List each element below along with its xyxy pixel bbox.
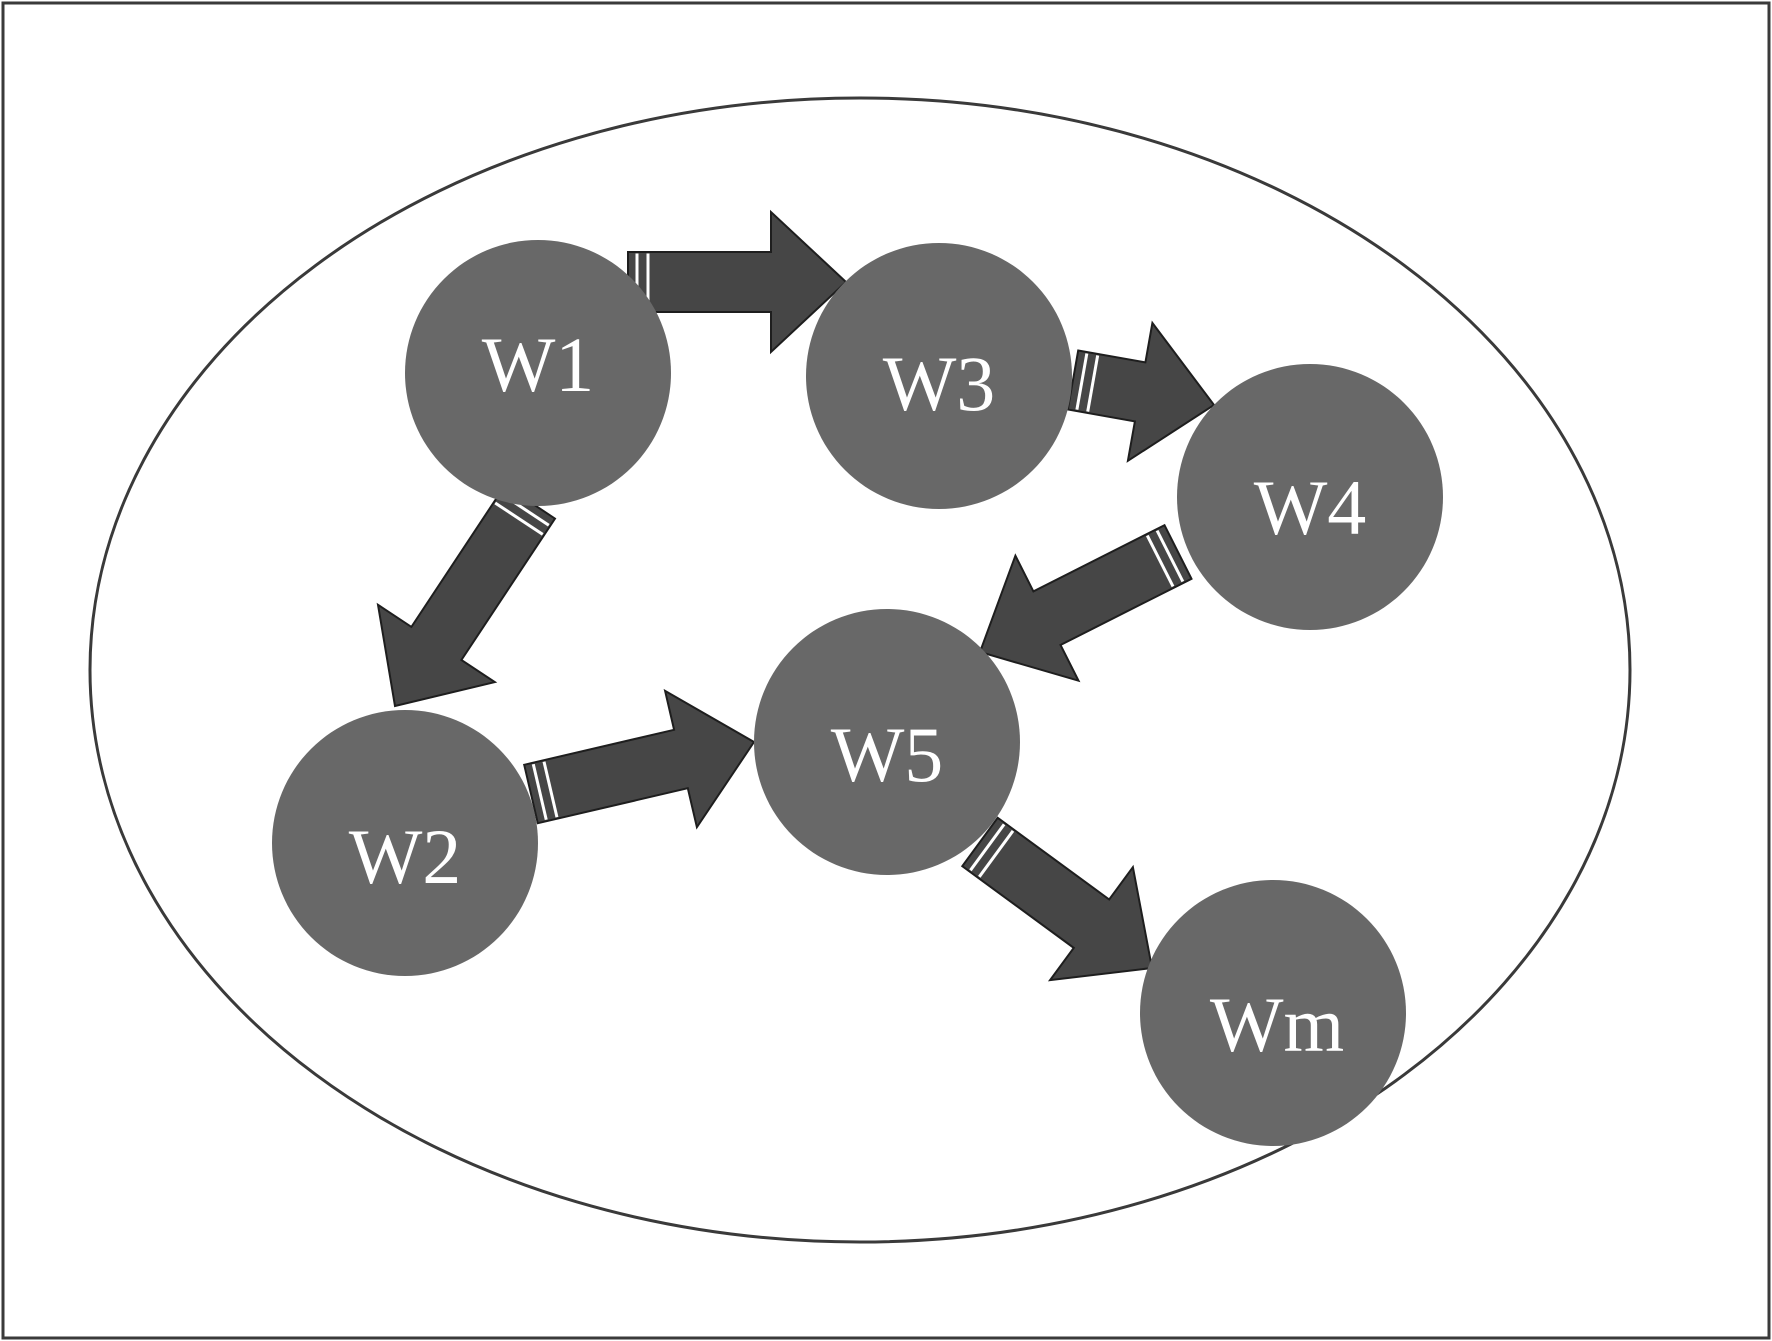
arrow-w2-to-w5 [522,688,756,830]
arrow-tail-stripe-1 [1075,353,1089,410]
arrow-tail-stripe-2 [542,761,559,818]
nodes-layer: W1 W2 W3 W4 W5 Wm [272,240,1443,1146]
node-wm-circle [1140,880,1406,1146]
node-w3-circle [806,243,1072,509]
arrow-tail-stripe-2 [978,829,1015,878]
node-w5-circle [754,609,1020,875]
arrow-tail-stripe-2 [1086,355,1100,412]
node-w4-circle [1177,364,1443,630]
node-wm: Wm [1140,880,1406,1146]
arrow-tail-stripe-1 [531,763,548,821]
node-w5: W5 [754,609,1020,875]
node-w2-circle [272,710,538,976]
node-w2-label: W2 [349,813,462,900]
arrow-body [522,688,756,830]
node-w4: W4 [1177,364,1443,630]
node-w3: W3 [806,243,1072,509]
node-w5-label: W5 [831,711,944,798]
node-wm-label: Wm [1210,981,1344,1068]
edges-layer [376,209,1216,982]
node-w2: W2 [272,710,538,976]
arrow-body [1066,320,1216,463]
arrow-w3-to-w4 [1066,320,1216,463]
arrow-w4-to-w5 [978,523,1193,683]
node-w3-label: W3 [883,340,996,427]
arrow-w5-to-wm [960,816,1154,982]
arrow-tail-stripe-1 [969,823,1006,872]
arrow-body [960,816,1154,982]
arrow-tail-stripe-1 [1155,529,1185,583]
arrow-body [978,523,1193,683]
arrow-tail-stripe-2 [1145,534,1175,588]
node-w1: W1 [405,240,671,506]
boundary-ellipse [88,96,1632,1244]
arrow-body [376,484,557,708]
arrow-tail-stripe-2 [494,501,544,536]
node-w1-label: W1 [482,321,595,408]
node-w1-circle [405,240,671,506]
node-w4-label: W4 [1254,464,1367,551]
